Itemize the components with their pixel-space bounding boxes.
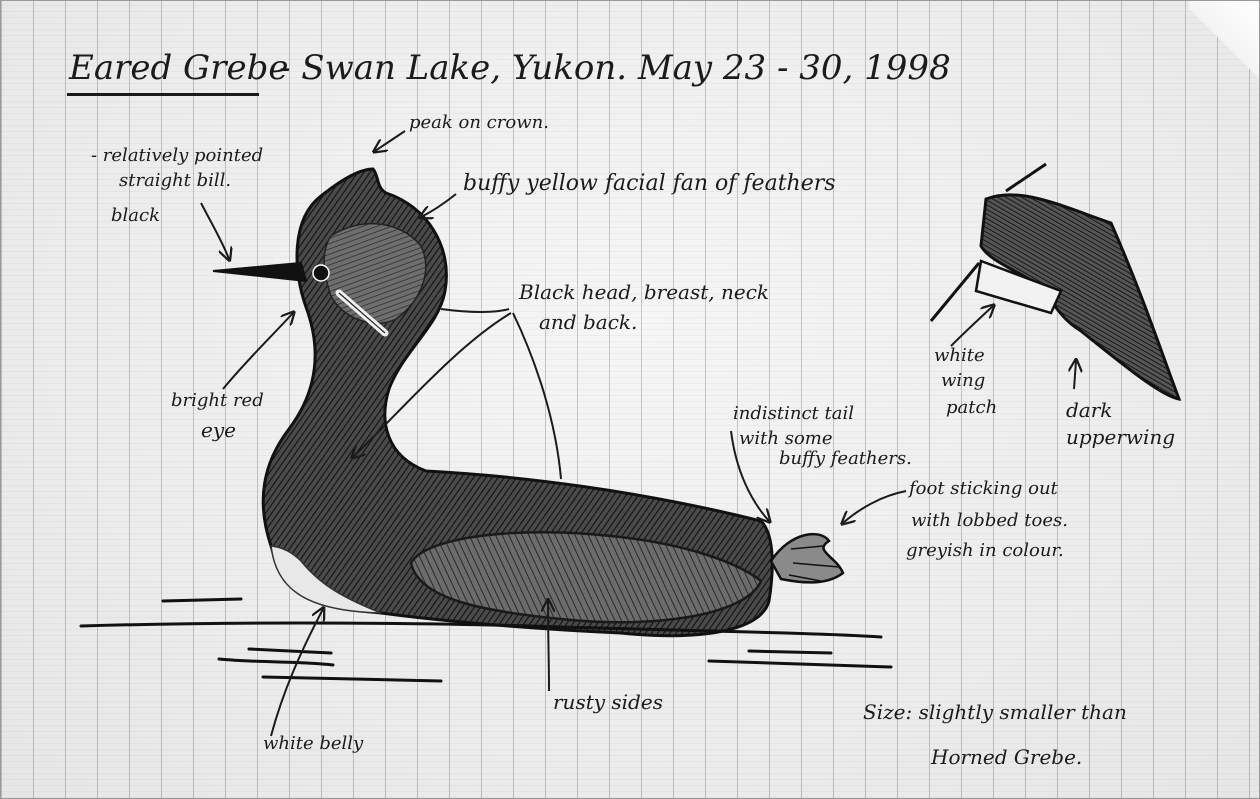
label-crown: peak on crown. — [409, 113, 549, 134]
title-species: Eared Grebe — [69, 49, 288, 88]
bill — [213, 263, 306, 281]
label-foot-line3: greyish in colour. — [906, 541, 1064, 562]
label-black-head-line2: and back. — [539, 311, 637, 334]
label-facial-fan: buffy yellow facial fan of feathers — [463, 171, 836, 196]
label-white-belly: white belly — [263, 734, 363, 755]
label-eye-line1: bright red — [171, 391, 264, 412]
label-foot-line2: with lobbed toes. — [911, 511, 1068, 532]
title-location-date: - Swan Lake, Yukon. May 23 - 30, 1998 — [279, 49, 951, 88]
foot — [771, 534, 843, 582]
label-rusty-sides: rusty sides — [553, 691, 663, 714]
label-foot-line1: foot sticking out — [909, 479, 1058, 500]
label-eye-line2: eye — [201, 419, 236, 442]
label-black-head-line1: Black head, breast, neck — [519, 281, 769, 304]
label-bill-line2: straight bill. — [119, 171, 231, 192]
label-wing-patch-line2: wing — [941, 371, 985, 392]
label-tail-line1: indistinct tail — [733, 404, 854, 425]
label-bill-line1: - relatively pointed — [91, 146, 263, 167]
label-bill-line3: black — [111, 206, 160, 227]
label-tail-line3: buffy feathers. — [779, 449, 912, 470]
label-tail-line2: with some — [739, 429, 833, 450]
label-wing-patch-line3: patch — [946, 398, 997, 419]
label-upperwing-line1: dark — [1066, 399, 1112, 422]
label-size-line2: Horned Grebe. — [931, 746, 1082, 769]
label-upperwing-line2: upperwing — [1066, 426, 1175, 449]
title-underline — [67, 93, 259, 96]
label-size-line1: Size: slightly smaller than — [863, 701, 1127, 724]
eye — [313, 265, 329, 281]
label-wing-patch-line1: white — [934, 346, 985, 367]
